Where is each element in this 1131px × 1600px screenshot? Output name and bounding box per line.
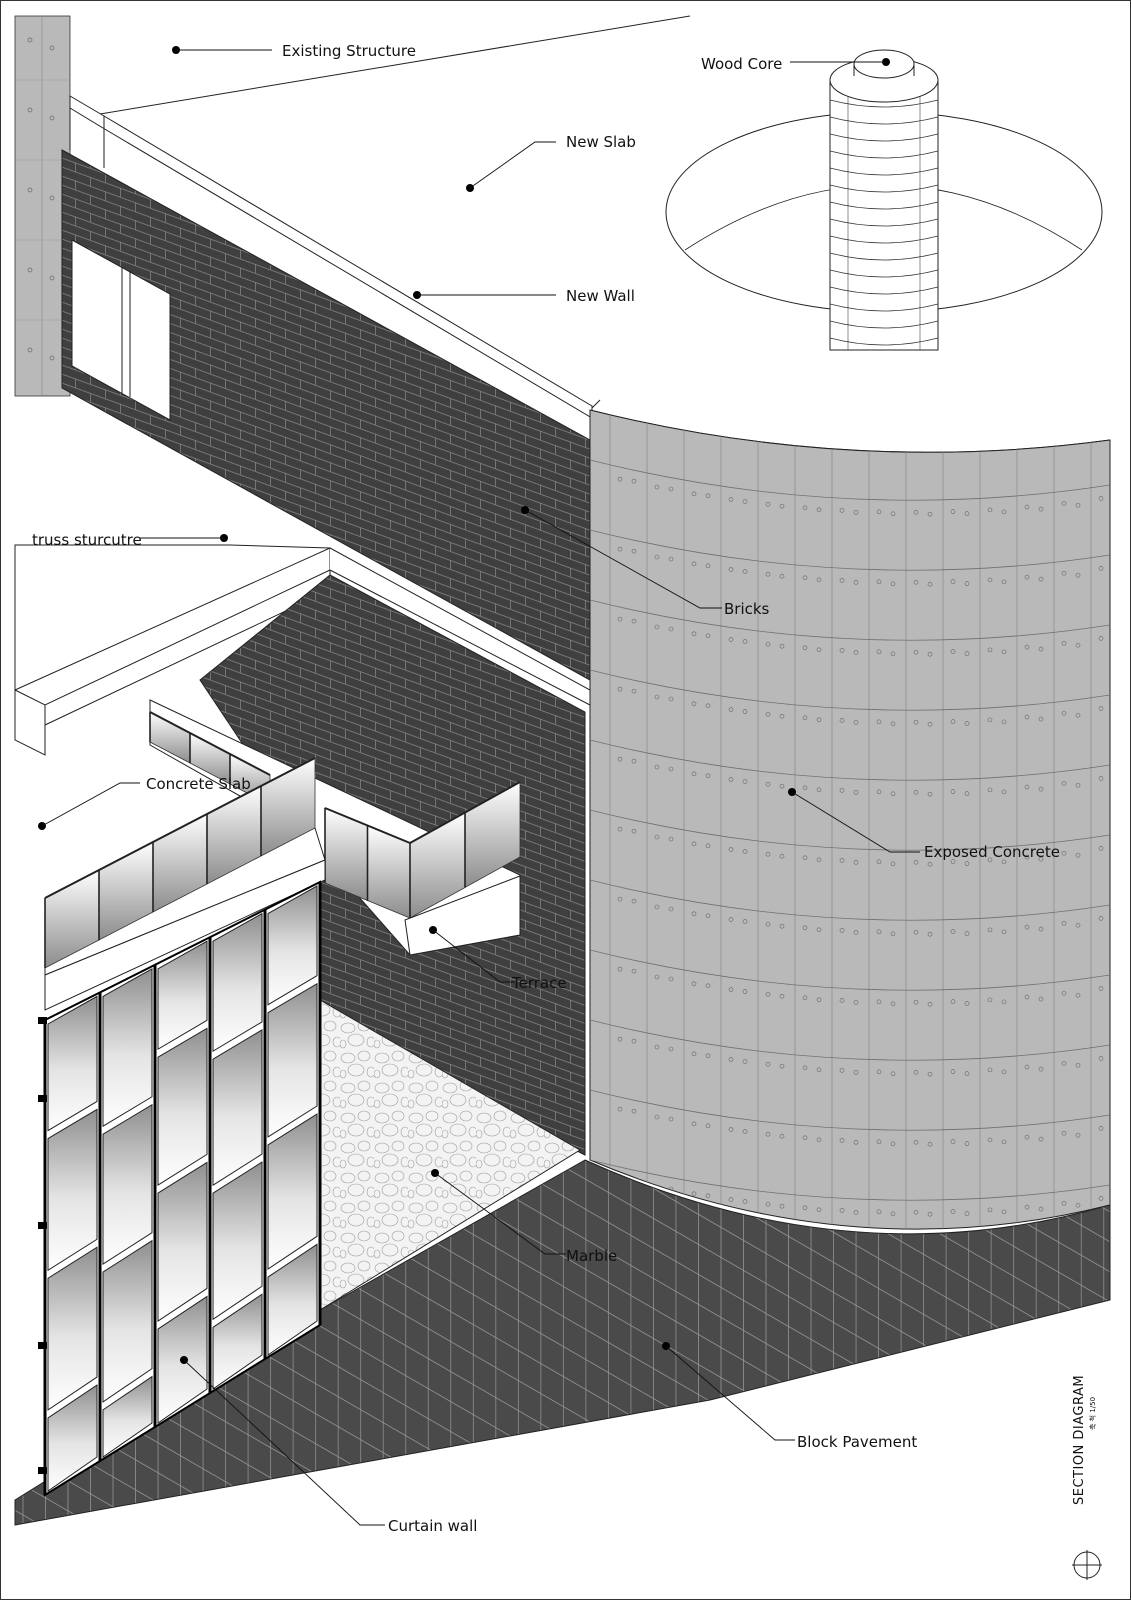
label-wood-core: Wood Core xyxy=(701,55,782,73)
label-curtain-wall: Curtain wall xyxy=(388,1517,477,1535)
annotation-labels: Existing Structure New Slab Wood Core Ne… xyxy=(32,42,1060,1535)
label-exposed-concrete: Exposed Concrete xyxy=(924,843,1060,861)
block-pavement xyxy=(14,1159,1111,1526)
label-truss-structure: truss sturcutre xyxy=(32,531,142,549)
annotation-leaders xyxy=(38,46,920,1526)
label-concrete-slab: Concrete Slab xyxy=(146,775,251,793)
terrace xyxy=(149,699,521,956)
wood-core xyxy=(665,49,1103,351)
label-terrace: Terrace xyxy=(511,974,567,992)
concrete-slab xyxy=(44,757,326,1011)
title-block: SECTION DIAGRAM 축 척 1/50 xyxy=(1072,1375,1102,1580)
label-block-pavement: Block Pavement xyxy=(797,1433,917,1451)
truss-beam xyxy=(329,547,591,706)
exposed-concrete-cylinder xyxy=(589,409,1111,1230)
label-existing-structure: Existing Structure xyxy=(282,42,416,60)
drawing-title: SECTION DIAGRAM xyxy=(1072,1375,1087,1505)
north-arrow-icon xyxy=(1072,1550,1102,1580)
label-bricks: Bricks xyxy=(724,600,770,618)
existing-structure xyxy=(14,15,71,397)
label-marble: Marble xyxy=(566,1247,617,1265)
label-new-wall: New Wall xyxy=(566,287,635,305)
label-new-slab: New Slab xyxy=(566,133,636,151)
curtain-wall xyxy=(38,880,322,1497)
drawing-scale: 축 척 1/50 xyxy=(1088,1397,1097,1430)
